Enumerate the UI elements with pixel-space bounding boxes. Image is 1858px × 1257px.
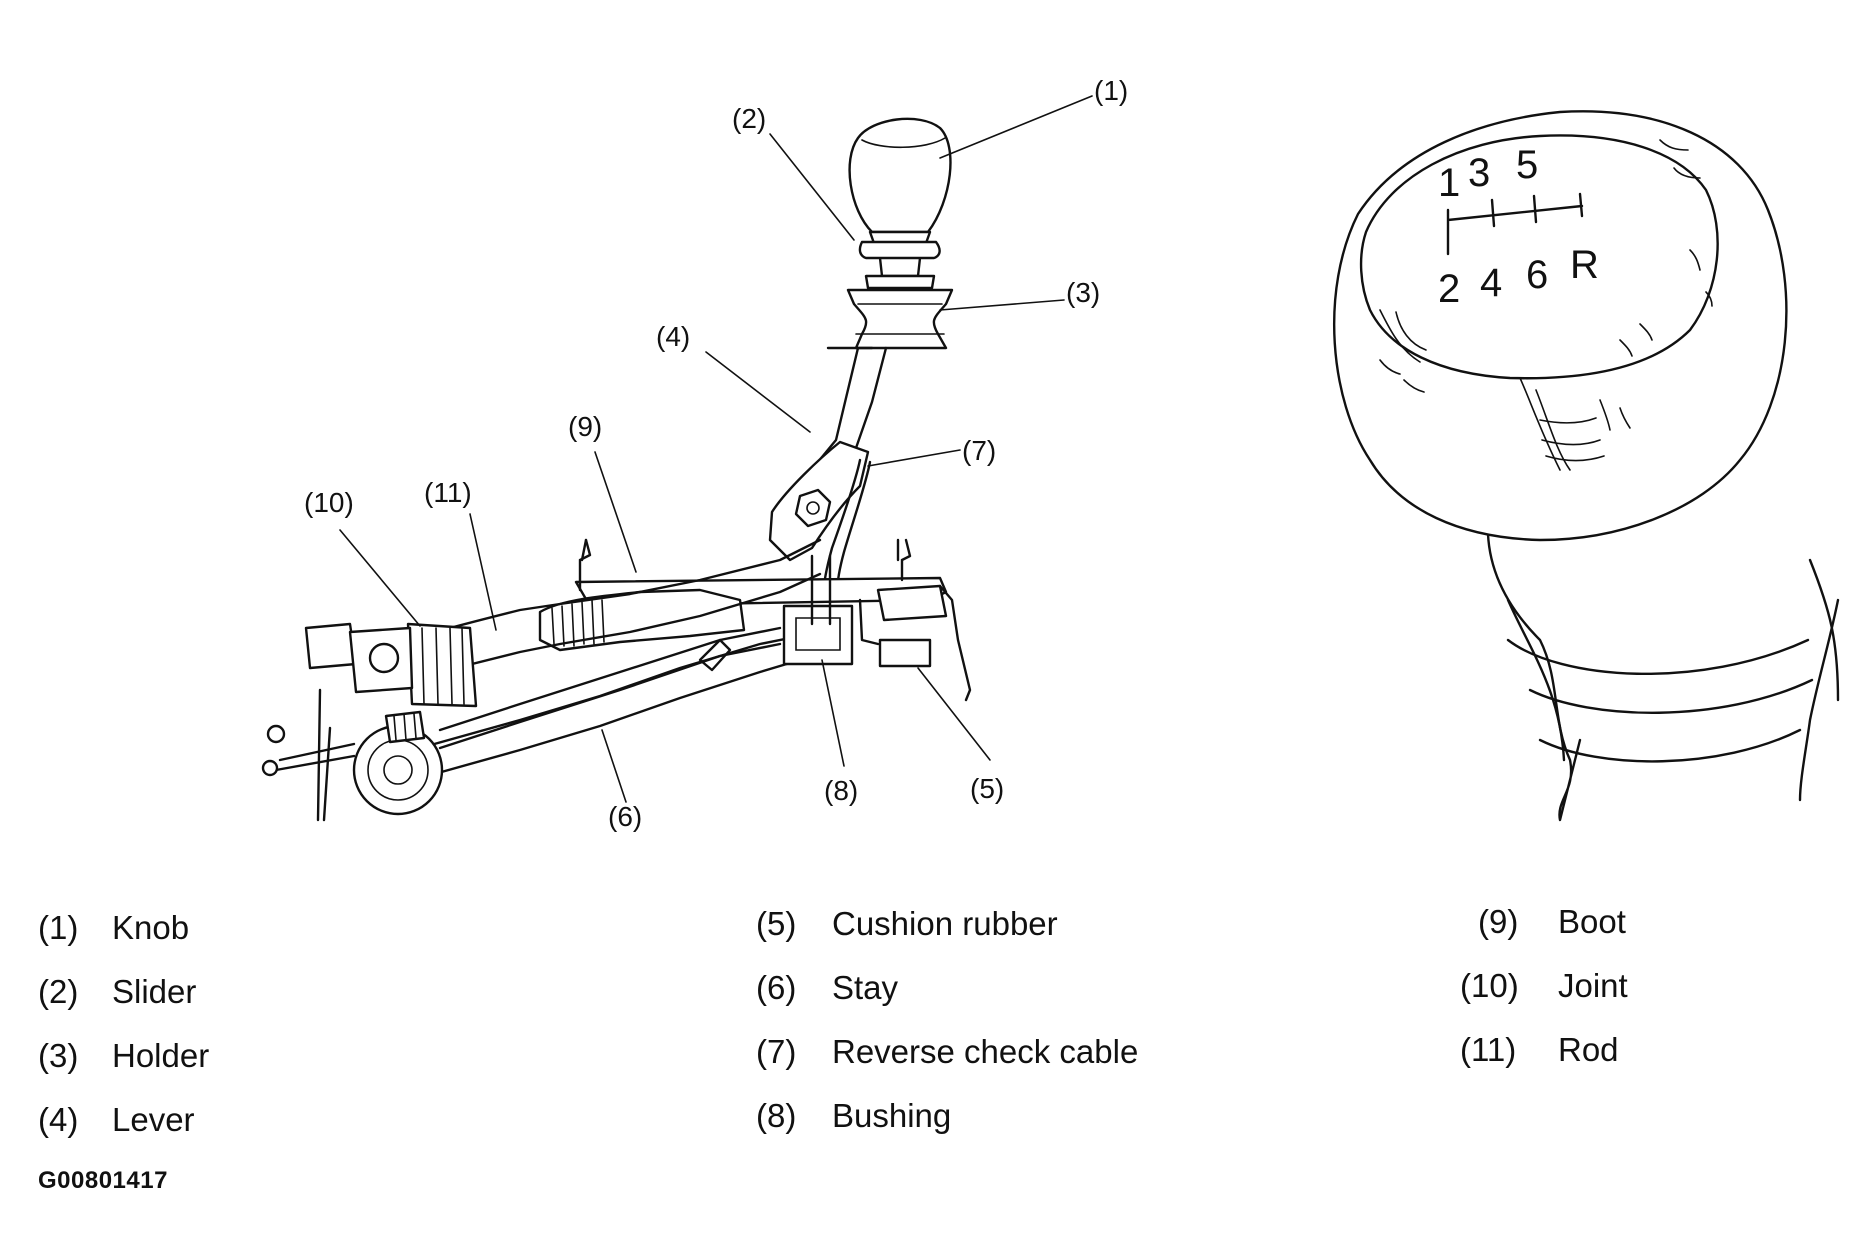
legend-number: (7) bbox=[756, 1033, 797, 1070]
knob-part bbox=[848, 117, 952, 234]
legend-item: (2) Slider bbox=[38, 974, 638, 1014]
legend-label: Reverse check cable bbox=[832, 1033, 1139, 1070]
legend-number: (10) bbox=[1460, 967, 1519, 1004]
callout-10: (10) bbox=[304, 487, 354, 518]
legend-item: (7) Reverse check cable bbox=[756, 1034, 1356, 1074]
legend-number: (1) bbox=[38, 909, 79, 946]
legend-label: Boot bbox=[1558, 903, 1626, 940]
legend-label: Rod bbox=[1558, 1031, 1619, 1068]
callout-7: (7) bbox=[962, 435, 996, 466]
legend-number: (9) bbox=[1478, 903, 1519, 940]
legend-label: Stay bbox=[832, 969, 899, 1006]
callout-9: (9) bbox=[568, 411, 602, 442]
gear-1: 1 bbox=[1438, 161, 1460, 205]
legend-item: (5) Cushion rubber bbox=[756, 906, 1356, 946]
callout-3: (3) bbox=[1066, 277, 1100, 308]
legend-item: (6) Stay bbox=[756, 970, 1356, 1010]
legend-label: Bushing bbox=[832, 1097, 952, 1134]
legend-item: (9) Boot bbox=[1450, 904, 1850, 944]
legend-label: Slider bbox=[112, 973, 197, 1010]
legend-column-2: (5) Cushion rubber (6) Stay (7) Reverse … bbox=[756, 906, 1356, 1146]
joint-part bbox=[406, 622, 478, 708]
gear-3: 3 bbox=[1468, 151, 1490, 195]
bushing-part bbox=[782, 604, 854, 666]
legend-label: Holder bbox=[112, 1037, 210, 1074]
knob-shaft bbox=[1486, 518, 1840, 822]
shift-pattern: 1 3 5 2 4 6 R bbox=[1438, 143, 1599, 311]
legend-item: (3) Holder bbox=[38, 1038, 638, 1078]
callout-2: (2) bbox=[732, 103, 766, 134]
callout-6: (6) bbox=[608, 801, 642, 832]
legend-number: (5) bbox=[756, 905, 797, 942]
legend-column-3: (9) Boot (10) Joint (11) Rod bbox=[1450, 904, 1850, 1084]
legend-item: (1) Knob bbox=[38, 910, 638, 950]
gear-6: 6 bbox=[1526, 253, 1548, 297]
cushion-rubber-part bbox=[876, 584, 948, 622]
callout-11: (11) bbox=[424, 477, 472, 508]
callout-8: (8) bbox=[824, 775, 858, 806]
gear-4: 4 bbox=[1480, 261, 1502, 305]
legend-column-1: (1) Knob (2) Slider (3) Holder (4) Lever bbox=[38, 910, 638, 1150]
legend-item: (4) Lever bbox=[38, 1102, 638, 1142]
legend-label: Knob bbox=[112, 909, 190, 946]
legend-item: (11) Rod bbox=[1450, 1032, 1850, 1072]
legend-item: (10) Joint bbox=[1450, 968, 1850, 1008]
figure-code: G00801417 bbox=[38, 1167, 168, 1194]
gear-5: 5 bbox=[1516, 143, 1538, 187]
legend-label: Joint bbox=[1558, 967, 1628, 1004]
legend-item: (8) Bushing bbox=[756, 1098, 1356, 1138]
leader-lines bbox=[339, 95, 1093, 803]
callout-4: (4) bbox=[656, 321, 690, 352]
legend-number: (4) bbox=[38, 1101, 79, 1138]
legend-number: (11) bbox=[1460, 1031, 1517, 1068]
callout-labels: (1) (2) (3) (4) (5) (6) (7) (8) (9) (10)… bbox=[304, 75, 1128, 832]
legend-number: (6) bbox=[756, 969, 797, 1006]
legend-label: Lever bbox=[112, 1101, 195, 1138]
gear-2: 2 bbox=[1438, 267, 1460, 311]
knob-detail: 1 3 5 2 4 6 R bbox=[1333, 110, 1840, 822]
gear-r: R bbox=[1570, 243, 1599, 287]
legend-number: (3) bbox=[38, 1037, 79, 1074]
legend-number: (8) bbox=[756, 1097, 797, 1134]
legend-number: (2) bbox=[38, 973, 79, 1010]
holder-part bbox=[846, 288, 954, 350]
knob-top-face bbox=[1359, 134, 1719, 380]
callout-5: (5) bbox=[970, 773, 1004, 804]
pivot-bolt bbox=[794, 488, 832, 528]
shift-lever-assembly bbox=[261, 117, 972, 822]
callout-1: (1) bbox=[1094, 75, 1128, 106]
legend-label: Cushion rubber bbox=[832, 905, 1058, 942]
